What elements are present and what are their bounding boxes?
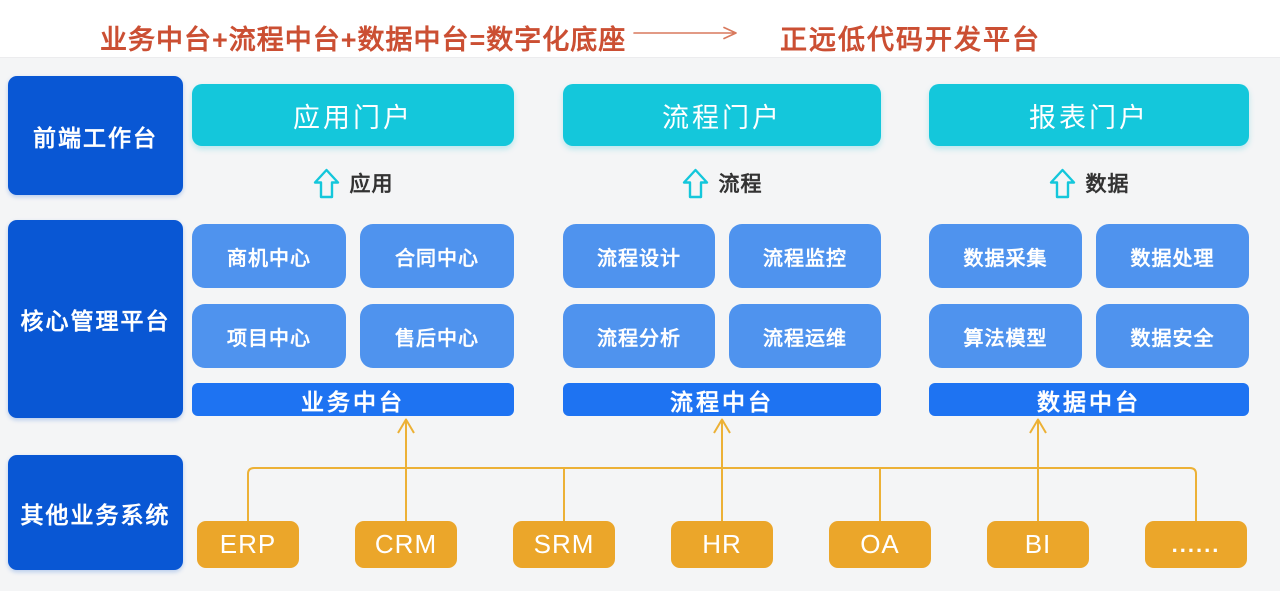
side-label-other: 其他业务系统 [8,455,183,570]
cell-business-1: 商机中心 [192,224,346,288]
cell-data-4: 数据安全 [1096,304,1249,368]
flow-row-process: 流程 [563,164,881,202]
cell-data-2: 数据处理 [1096,224,1249,288]
portal-app: 应用门户 [192,84,514,146]
cell-business-2: 合同中心 [360,224,514,288]
column-business: 应用门户 应用 商机中心 合同中心 项目中心 售后中心 业务中台 [192,84,514,416]
system-hr: HR [671,521,773,568]
flow-row-app: 应用 [192,164,514,202]
cell-business-3: 项目中心 [192,304,346,368]
cell-process-1: 流程设计 [563,224,715,288]
system-srm: SRM [513,521,615,568]
bar-data: 数据中台 [929,383,1249,416]
cell-process-2: 流程监控 [729,224,881,288]
flow-label: 应用 [349,173,394,196]
cell-data-1: 数据采集 [929,224,1082,288]
cell-business-4: 售后中心 [360,304,514,368]
system-oa: OA [829,521,931,568]
up-arrow-icon [682,168,708,198]
portal-report: 报表门户 [929,84,1249,146]
flow-label: 数据 [1085,173,1130,196]
portal-process: 流程门户 [563,84,881,146]
system-erp: ERP [197,521,299,568]
up-arrow-icon [1049,168,1075,198]
side-label-core: 核心管理平台 [8,220,183,418]
system-bi: BI [987,521,1089,568]
cell-process-3: 流程分析 [563,304,715,368]
cell-process-4: 流程运维 [729,304,881,368]
right-arrow-icon [633,26,737,40]
title-product: 正远低代码开发平台 [780,25,1041,55]
system-crm: CRM [355,521,457,568]
title-formula: 业务中台+流程中台+数据中台=数字化底座 [100,25,627,55]
bar-process: 流程中台 [563,383,881,416]
up-arrow-icon [313,168,339,198]
flow-row-data: 数据 [929,164,1249,202]
column-data: 报表门户 数据 数据采集 数据处理 算法模型 数据安全 数据中台 [929,84,1249,416]
side-label-frontend: 前端工作台 [8,76,183,195]
flow-label: 流程 [718,173,763,196]
system-more: ...... [1145,521,1247,568]
cell-data-3: 算法模型 [929,304,1082,368]
bar-business: 业务中台 [192,383,514,416]
column-process: 流程门户 流程 流程设计 流程监控 流程分析 流程运维 流程中台 [563,84,881,416]
header-band [0,0,1280,58]
